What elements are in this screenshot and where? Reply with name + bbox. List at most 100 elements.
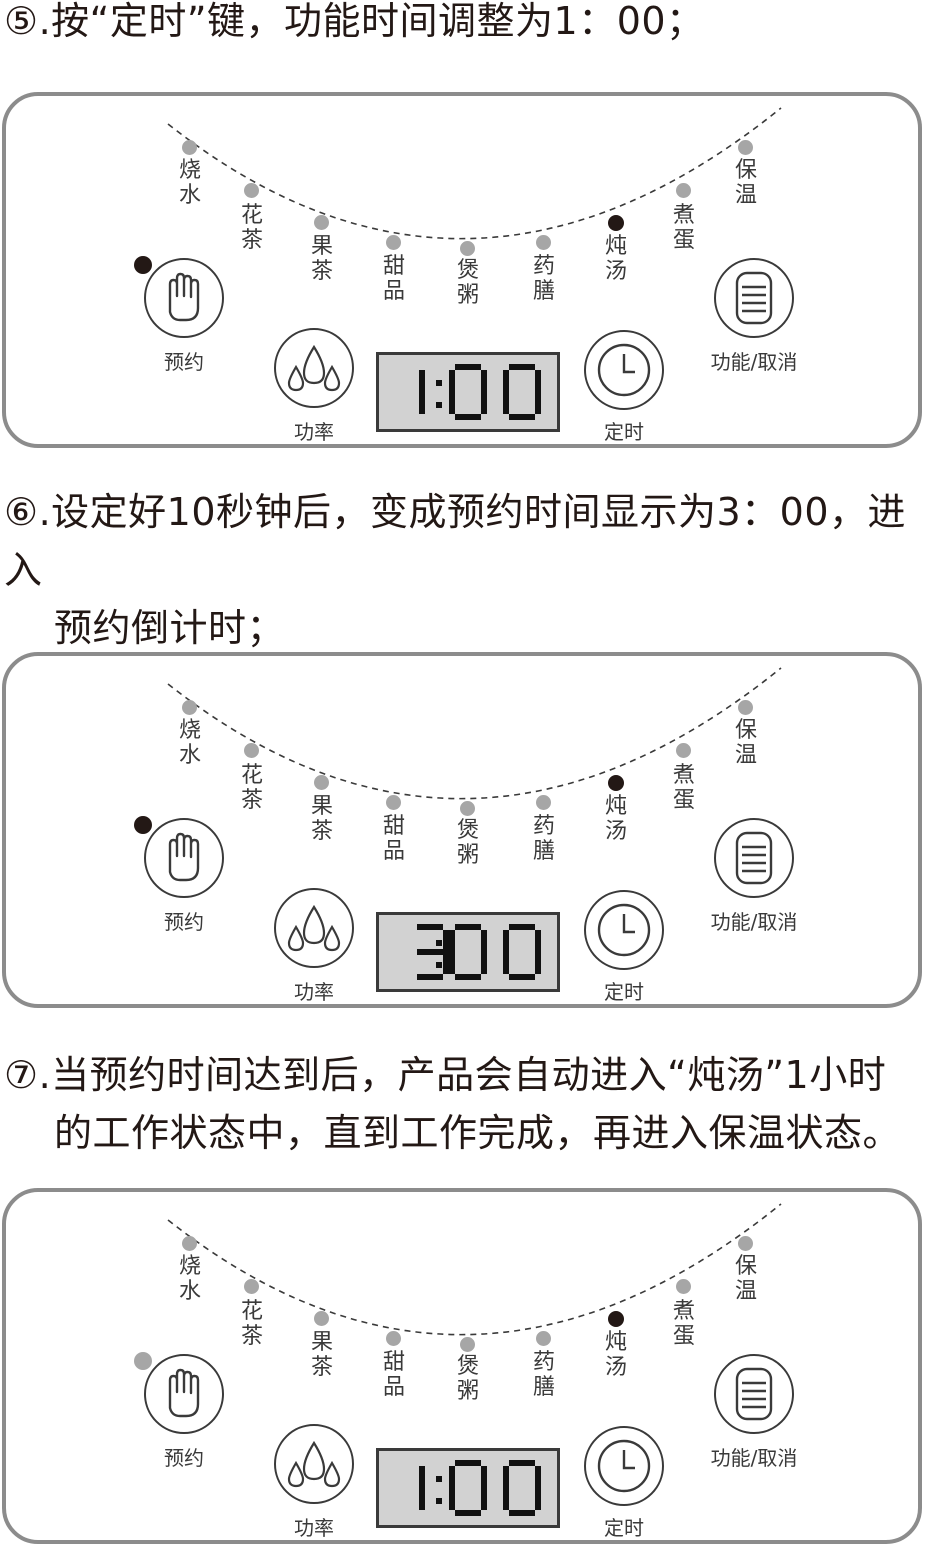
mode-label[interactable]: 炖汤 [601, 234, 631, 284]
mode-arc-line [167, 1203, 782, 1336]
mode-label[interactable]: 花茶 [237, 1299, 267, 1349]
mode-label[interactable]: 煲粥 [453, 818, 483, 868]
mode-label-char: 炖 [604, 234, 627, 259]
digit-segment [503, 1466, 509, 1488]
power-button[interactable] [274, 888, 354, 968]
power-button[interactable] [274, 328, 354, 408]
mode-label[interactable]: 花茶 [237, 203, 267, 253]
mode-label-char: 果 [310, 1330, 333, 1355]
mode-label-char: 煮 [672, 763, 695, 788]
mode-label-char: 甜 [382, 254, 405, 279]
digit-segment [419, 1466, 425, 1488]
digit-segment [417, 949, 443, 955]
reserve-button[interactable] [144, 818, 224, 898]
mode-label[interactable]: 保温 [731, 718, 761, 768]
mode-label[interactable]: 炖汤 [601, 1330, 631, 1380]
mode-label-char: 保 [734, 158, 757, 183]
mode-label-char: 茶 [240, 1324, 263, 1349]
mode-indicator-led [738, 140, 753, 155]
mode-label[interactable]: 果茶 [307, 794, 337, 844]
digit-segment [535, 930, 541, 952]
function-cancel-button-label: 功能/取消 [710, 1446, 798, 1470]
digit-segment [503, 1488, 509, 1510]
reserve-indicator-led [134, 1352, 152, 1370]
step-5-line1: ⑤.按“定时”键，功能时间调整为1：00； [4, 0, 705, 43]
digit-segment [455, 414, 481, 420]
power-button[interactable] [274, 1424, 354, 1504]
digit-segment [481, 952, 487, 974]
digit-segment [449, 952, 455, 974]
digit-segment [455, 1460, 481, 1466]
mode-label[interactable]: 烧水 [175, 158, 205, 208]
digit-segment [419, 1488, 425, 1510]
mode-label-char: 粥 [456, 843, 479, 868]
mode-label[interactable]: 煮蛋 [669, 203, 699, 253]
mode-label-char: 药 [532, 254, 555, 279]
mode-label-char: 茶 [310, 819, 333, 844]
mode-label[interactable]: 烧水 [175, 1254, 205, 1304]
mode-label-char: 煲 [456, 258, 479, 283]
mode-label[interactable]: 甜品 [379, 1350, 409, 1400]
mode-label[interactable]: 烧水 [175, 718, 205, 768]
digit-segment [449, 1466, 455, 1488]
step-6-line1: ⑥.设定好10秒钟后，变成预约时间显示为3：00，进入 [4, 490, 907, 592]
mode-arc [167, 667, 782, 800]
mode-label-char: 温 [734, 1279, 757, 1304]
mode-indicator-led [738, 1236, 753, 1251]
timer-button[interactable] [584, 330, 664, 410]
mode-indicator-led [536, 235, 551, 250]
mode-label[interactable]: 药膳 [529, 1350, 559, 1400]
timer-button[interactable] [584, 1426, 664, 1506]
mode-label[interactable]: 煮蛋 [669, 1299, 699, 1349]
digit-segment [535, 392, 541, 414]
digit-segment [481, 930, 487, 952]
mode-indicator-led [182, 140, 197, 155]
mode-indicator-led [738, 700, 753, 715]
mode-label-char: 茶 [310, 259, 333, 284]
mode-label-char: 烧 [178, 158, 201, 183]
mode-label[interactable]: 花茶 [237, 763, 267, 813]
mode-label-char: 品 [382, 839, 405, 864]
mode-label[interactable]: 药膳 [529, 254, 559, 304]
mode-label-char: 烧 [178, 1254, 201, 1279]
digit-segment [509, 414, 535, 420]
mode-label-char: 甜 [382, 814, 405, 839]
function-cancel-button[interactable] [714, 258, 794, 338]
mode-label[interactable]: 炖汤 [601, 794, 631, 844]
function-cancel-button[interactable] [714, 818, 794, 898]
reserve-button[interactable] [144, 1354, 224, 1434]
mode-label-char: 水 [178, 1279, 201, 1304]
reserve-button[interactable] [144, 258, 224, 338]
seven-segment-digits [419, 1460, 541, 1516]
mode-label[interactable]: 保温 [731, 1254, 761, 1304]
mode-label-char: 汤 [604, 1355, 627, 1380]
mode-label[interactable]: 甜品 [379, 254, 409, 304]
mode-label[interactable]: 煮蛋 [669, 763, 699, 813]
mode-label[interactable]: 果茶 [307, 234, 337, 284]
mode-label[interactable]: 药膳 [529, 814, 559, 864]
hand-icon [168, 832, 200, 882]
mode-label-char: 药 [532, 1350, 555, 1375]
mode-indicator-led [460, 801, 475, 816]
water-drops-icon [287, 344, 341, 392]
mode-indicator-led [676, 183, 691, 198]
mode-label-char: 水 [178, 743, 201, 768]
function-cancel-button[interactable] [714, 1354, 794, 1434]
mode-label-char: 药 [532, 814, 555, 839]
mode-indicator-led [386, 1331, 401, 1346]
mode-label-char: 膳 [532, 279, 555, 304]
digit-segment [503, 392, 509, 414]
mode-label-char: 品 [382, 279, 405, 304]
mode-label[interactable]: 煲粥 [453, 258, 483, 308]
mode-label-char: 煮 [672, 203, 695, 228]
digit-segment [481, 1466, 487, 1488]
mode-label-char: 果 [310, 234, 333, 259]
digit-segment [449, 930, 455, 952]
mode-label[interactable]: 煲粥 [453, 1354, 483, 1404]
mode-label[interactable]: 果茶 [307, 1330, 337, 1380]
mode-label[interactable]: 甜品 [379, 814, 409, 864]
colon-dot [436, 1476, 442, 1482]
mode-label[interactable]: 保温 [731, 158, 761, 208]
timer-button[interactable] [584, 890, 664, 970]
mode-indicator-led [460, 241, 475, 256]
